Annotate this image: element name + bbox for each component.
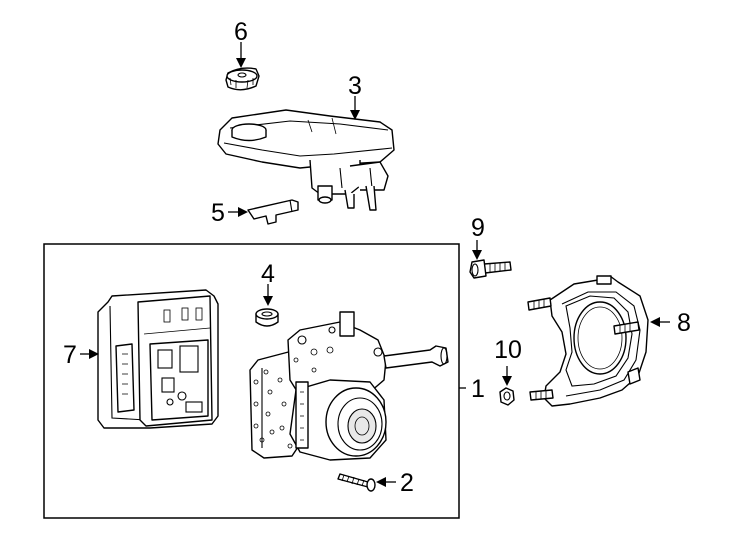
grommet[interactable] — [255, 308, 279, 327]
leader-lines — [80, 42, 670, 487]
callout-7: 7 — [63, 341, 77, 369]
reservoir-clip[interactable] — [247, 199, 299, 225]
callout-2: 2 — [400, 469, 414, 497]
stud-bolt[interactable] — [469, 259, 512, 279]
callout-5: 5 — [211, 199, 225, 227]
reservoir-cap[interactable] — [225, 67, 260, 91]
callout-1: 1 — [471, 375, 485, 403]
brake-modulator-assembly[interactable] — [249, 311, 449, 461]
callout-3: 3 — [348, 72, 362, 100]
control-module[interactable] — [97, 289, 219, 429]
nut[interactable] — [499, 387, 515, 406]
mounting-bolt[interactable] — [337, 473, 376, 492]
brake-fluid-reservoir[interactable] — [217, 109, 395, 211]
callout-4: 4 — [261, 260, 275, 288]
callout-10: 10 — [494, 336, 522, 364]
callout-9: 9 — [471, 214, 485, 242]
mounting-bracket[interactable] — [527, 275, 649, 407]
assembly-box — [43, 243, 460, 519]
callout-6: 6 — [234, 18, 248, 46]
callout-8: 8 — [677, 309, 691, 337]
